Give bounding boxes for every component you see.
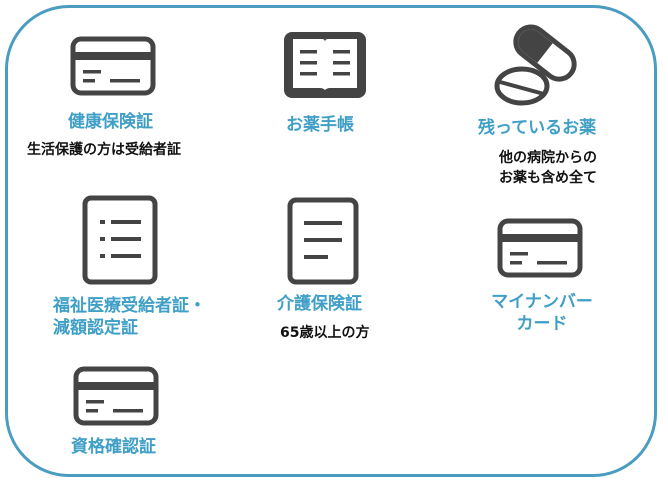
remaining-medicine-note-line1: 他の病院からの [499, 150, 597, 166]
card-icon [70, 36, 156, 96]
card-icon [497, 218, 583, 278]
items-frame [5, 5, 657, 477]
health-insurance-note: 生活保護の方は受給者証 [27, 142, 181, 158]
card-icon [73, 366, 159, 426]
remaining-medicine-label: 残っているお薬 [478, 118, 597, 138]
pills-icon [492, 16, 588, 108]
health-insurance-label: 健康保険証 [68, 112, 153, 132]
welfare-medical-label-line2: 減額認定証 [53, 318, 138, 338]
book-icon [282, 30, 368, 100]
qualification-label: 資格確認証 [71, 437, 156, 457]
care-insurance-label: 介護保険証 [277, 294, 362, 314]
welfare-medical-label-line1: 福祉医療受給者証・ [53, 296, 206, 316]
care-insurance-note: 65歳以上の方 [280, 325, 370, 341]
my-number-label-line1: マイナンバー [491, 292, 593, 312]
my-number-label-line2: カード [516, 314, 568, 334]
document-list-icon [82, 195, 158, 285]
remaining-medicine-note-line2: お薬も含め全て [499, 170, 597, 186]
document-icon [287, 197, 359, 285]
medication-notebook-label: お薬手帳 [286, 115, 354, 135]
